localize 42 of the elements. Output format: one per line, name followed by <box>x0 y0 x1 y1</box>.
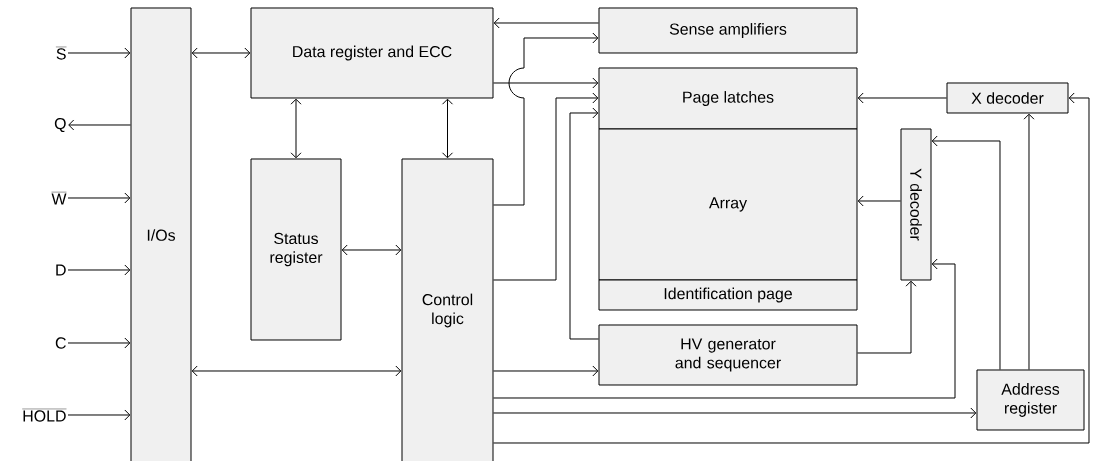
pin-label: D <box>56 264 66 276</box>
pin-label: S <box>55 46 67 60</box>
pin-label: HOLD <box>22 408 67 422</box>
arrow <box>493 92 599 281</box>
arrow <box>191 365 402 377</box>
arrow <box>857 280 917 354</box>
latch-box: Page latches <box>598 67 858 130</box>
arrow <box>191 47 251 59</box>
decoder-box: Y decoder <box>900 128 932 281</box>
pin-label: Q <box>54 117 66 133</box>
pin-label: W <box>51 191 67 205</box>
arrow <box>493 258 956 399</box>
arrow <box>493 92 1090 444</box>
pin-label: C <box>55 337 66 349</box>
generator-box: HV generator and sequencer <box>598 324 858 386</box>
arrow <box>857 195 901 207</box>
register-box: Address register <box>976 369 1085 431</box>
arrow <box>67 264 131 276</box>
arrow <box>67 337 131 349</box>
register-box: Data register and ECC <box>250 7 494 99</box>
arrow <box>442 98 453 159</box>
arrow <box>290 98 302 159</box>
arrow <box>341 244 402 256</box>
page-box: Identification page <box>598 279 858 311</box>
arrow <box>493 365 599 377</box>
arrow <box>493 32 599 206</box>
arrow <box>68 119 131 131</box>
arrow <box>493 77 599 89</box>
arrow <box>931 135 1001 370</box>
arrow <box>1023 113 1035 370</box>
arrow <box>569 107 599 340</box>
arrow <box>493 17 599 29</box>
arrow <box>857 92 947 104</box>
arrow <box>67 192 131 204</box>
arrow <box>493 407 977 419</box>
arrow <box>67 47 131 59</box>
logic-box: Control logic <box>401 158 494 461</box>
io-block: I/Os <box>130 7 192 461</box>
arrow <box>67 409 131 421</box>
amplifier-box: Sense amplifiers <box>598 7 858 54</box>
decoder-box: X decoder <box>946 82 1069 114</box>
register-box: Status register <box>250 158 342 341</box>
